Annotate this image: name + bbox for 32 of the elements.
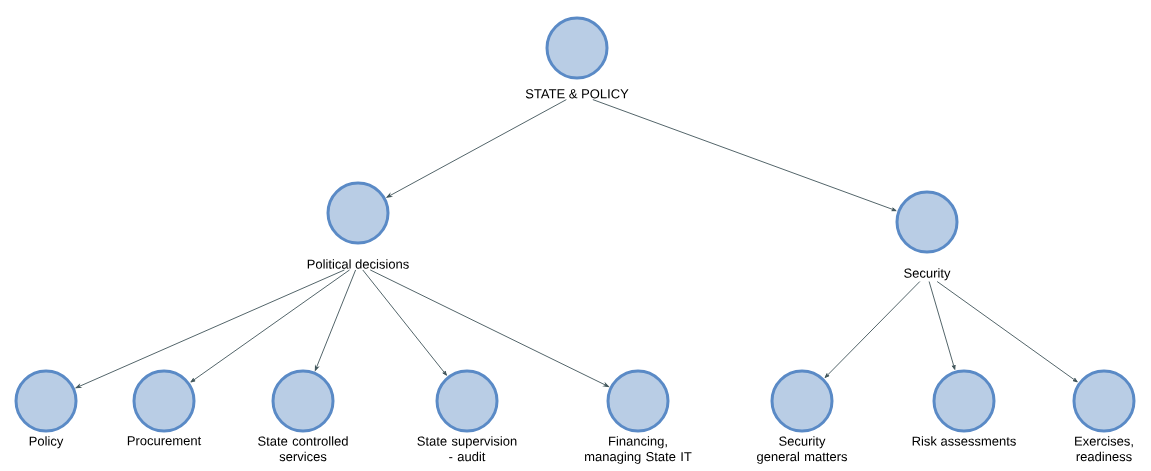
arrow (190, 269, 350, 383)
arrow (936, 281, 1078, 383)
arrow (928, 281, 956, 370)
circle-node: Security (895, 190, 959, 281)
node-label: STATE & POLICY (525, 89, 629, 99)
node-label: State supervision - audit (417, 436, 517, 462)
arrow (75, 269, 345, 389)
arrow (362, 269, 447, 376)
node-label: Policy (29, 436, 64, 449)
circle-node: Exercises, readiness (1072, 369, 1136, 462)
node-label: Risk assessments (912, 436, 1016, 446)
node-label: Financing, managing State IT (585, 436, 692, 464)
arrow (314, 269, 357, 371)
node-label: Political decisions (307, 259, 409, 269)
node-label: State controlled services (258, 436, 348, 462)
arrow (592, 99, 897, 212)
circle-node: State supervision - audit (417, 369, 517, 462)
circle-node: Risk assessments (912, 369, 1016, 446)
circle-node: STATE & POLICY (525, 16, 629, 99)
circle-node: Procurement (127, 369, 202, 446)
node-label: Security (904, 268, 951, 281)
arrow (369, 269, 609, 387)
node-label: Security general matters (757, 436, 848, 464)
node-label: Exercises, readiness (1075, 436, 1133, 462)
arrow (386, 99, 567, 198)
node-label: Procurement (127, 436, 202, 446)
circle-node: Political decisions (307, 181, 409, 269)
circle-node: Financing, managing State IT (585, 369, 692, 464)
circle-node: State controlled services (258, 369, 348, 462)
circle-node: Security general matters (757, 369, 848, 464)
circle-node: Policy (14, 369, 78, 449)
arrow (824, 281, 921, 379)
